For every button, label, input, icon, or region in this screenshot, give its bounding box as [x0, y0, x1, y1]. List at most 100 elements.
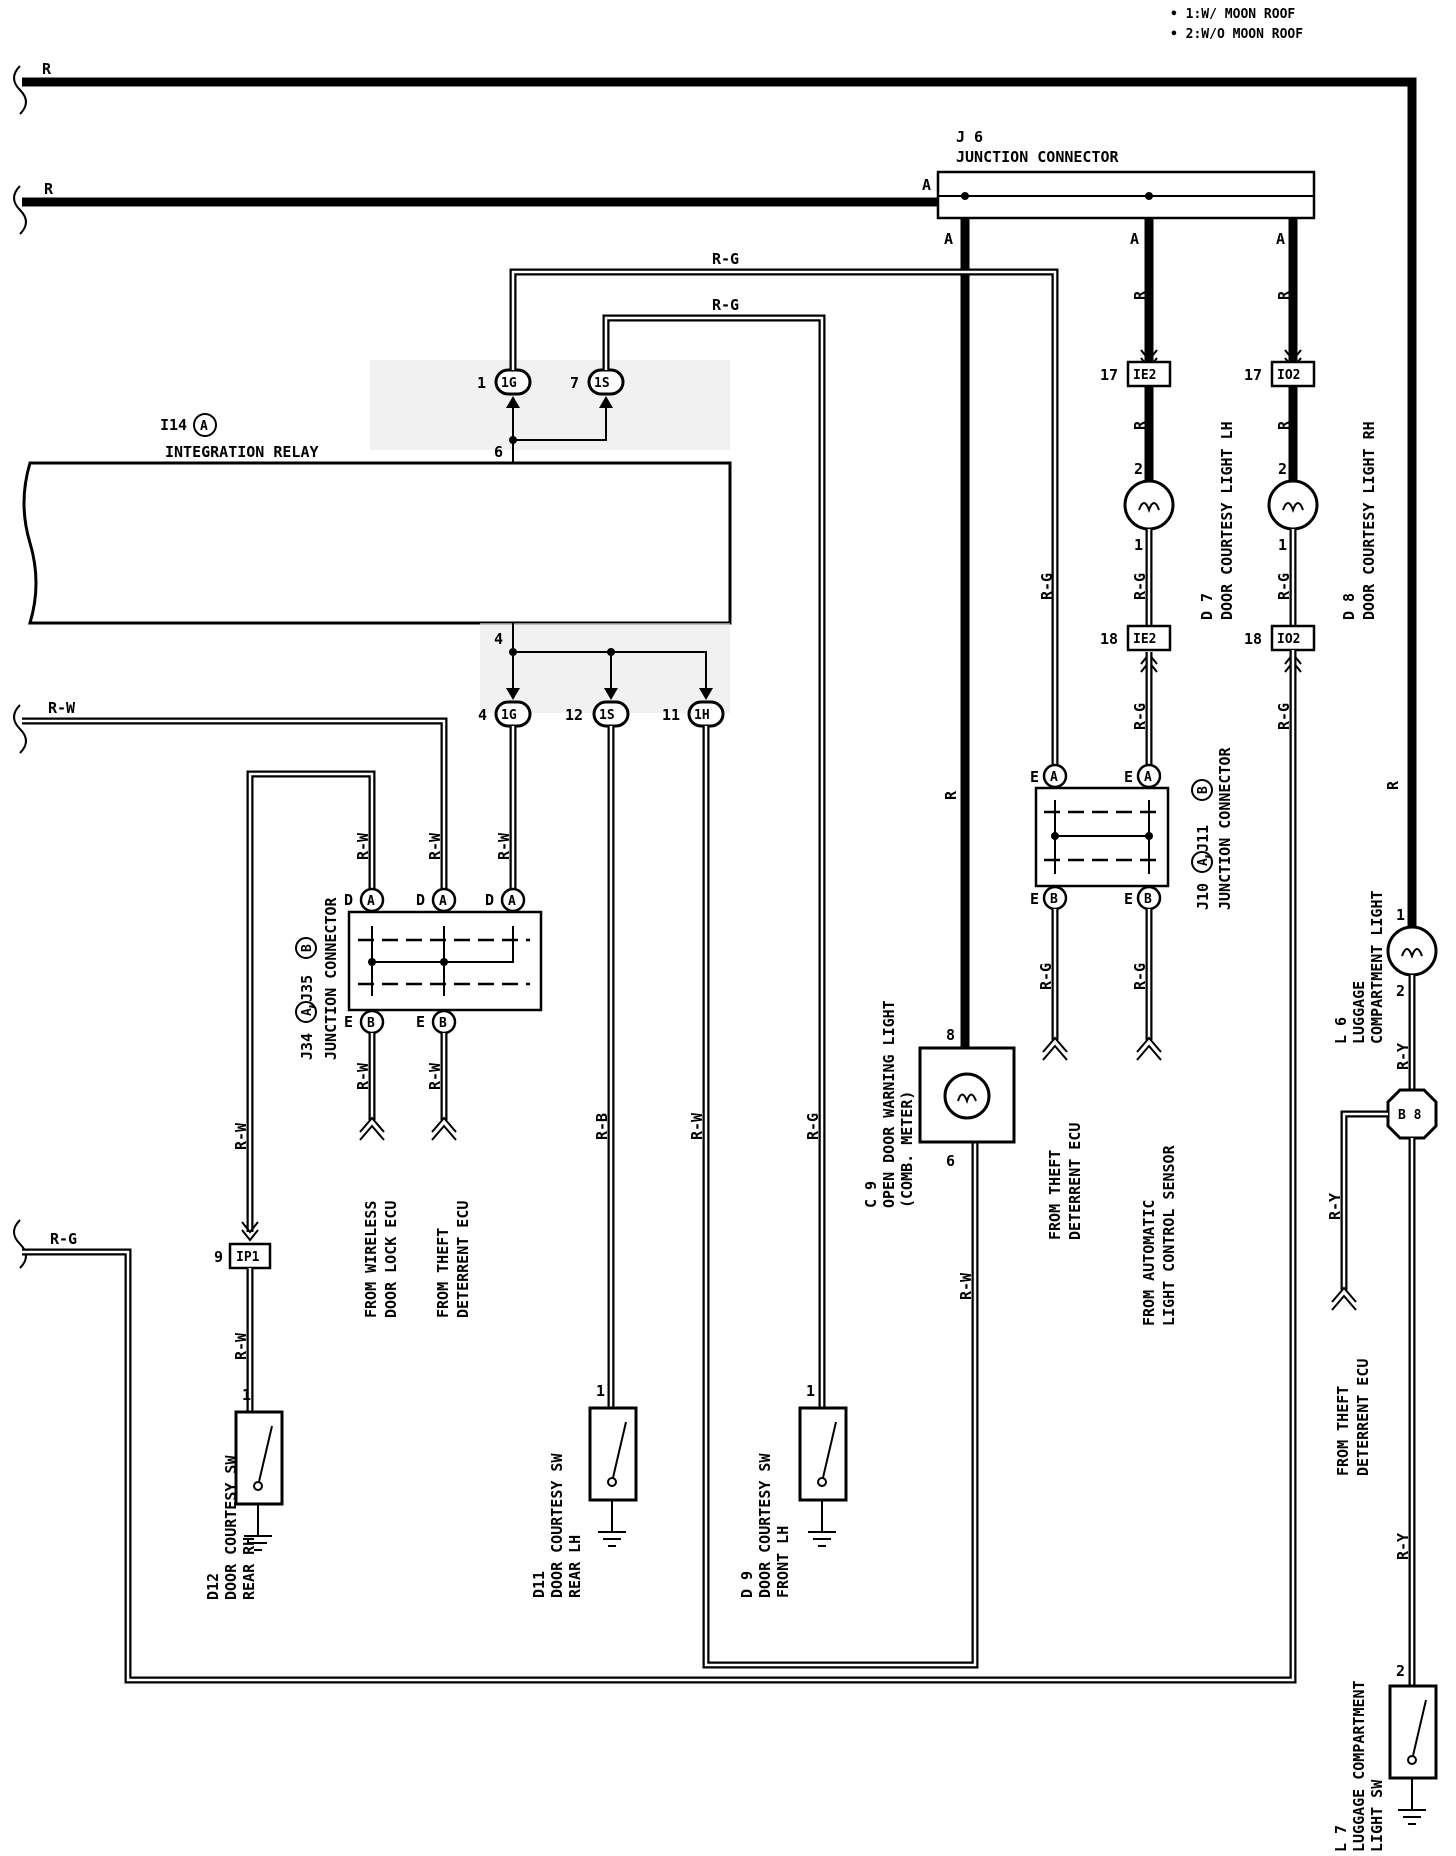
j34-pin-d-a3: A D — [485, 887, 526, 913]
j34-name: JUNCTION CONNECTOR — [322, 896, 340, 1060]
note-with-moon-roof: • 1:W/ MOON ROOF — [1170, 7, 1295, 22]
l7-name1: LUGGAGE COMPARTMENT — [1350, 1680, 1368, 1852]
svg-text:D: D — [485, 891, 494, 909]
rw-wire-j34-d-label: R-W — [354, 832, 372, 860]
r-wire-d8-label: R — [1275, 420, 1293, 430]
rw-wire-ip1-label: R-W — [232, 1122, 250, 1150]
rg-wire-1g-to-j10 — [509, 268, 1059, 768]
from-theft3-line1: FROM THEFT — [1334, 1386, 1352, 1476]
svg-text:IO2: IO2 — [1277, 632, 1300, 647]
svg-text:17: 17 — [1244, 366, 1262, 384]
svg-text:A: A — [1050, 770, 1058, 785]
j10-pin-e-a2: A E — [1124, 763, 1162, 789]
j10-pin-e-b1: B E — [1030, 885, 1068, 911]
svg-text:1: 1 — [1396, 906, 1405, 924]
rw-wire-1g-label: R-W — [495, 832, 513, 860]
svg-text:E: E — [1030, 768, 1039, 786]
d8-id: D 8 — [1340, 593, 1358, 620]
rg-wire-j10-auto-label: R-G — [1131, 963, 1149, 990]
arrow-1g-top — [506, 396, 520, 408]
r-wire-c9-label: R — [942, 790, 960, 800]
j34-sub-b: B — [300, 944, 315, 952]
rg-wire-d7-label: R-G — [1131, 573, 1149, 600]
j6-id: J 6 — [956, 128, 983, 146]
from-auto-line1: FROM AUTOMATIC — [1140, 1200, 1158, 1326]
j10-pin-e-b2: B E — [1124, 885, 1162, 911]
relay-pin6-bus — [512, 400, 607, 463]
svg-text:1G: 1G — [501, 708, 517, 723]
relay-pin6-node — [509, 436, 517, 444]
relay-pin4-node-1 — [509, 648, 517, 656]
b8-splice: B 8 — [1386, 1088, 1438, 1140]
io2-connector-bottom: IO2 18 — [1244, 624, 1316, 673]
svg-text:1: 1 — [596, 1382, 605, 1400]
j10-sub-a-circle — [1191, 851, 1213, 873]
svg-text:17: 17 — [1100, 366, 1118, 384]
j10-node-1 — [1051, 832, 1059, 840]
j34-pin-e-b1: B E — [344, 1009, 385, 1035]
j10-sub-b: B — [1196, 786, 1211, 794]
i14-sub: A — [200, 419, 208, 434]
j10-name: JUNCTION CONNECTOR — [1216, 746, 1234, 910]
svg-text:2: 2 — [1396, 1662, 1405, 1680]
d8-name: DOOR COURTESY LIGHT RH — [1360, 421, 1378, 620]
svg-text:A: A — [508, 894, 516, 909]
c9-id: C 9 — [862, 1181, 880, 1208]
d9-name1: DOOR COURTESY SW — [756, 1453, 774, 1598]
arrow-1g-bottom — [506, 688, 520, 700]
rg-wire-j10-theft-label: R-G — [1037, 963, 1055, 990]
connector-1g-top: 1G 1 — [477, 368, 532, 396]
svg-text:1: 1 — [242, 1386, 251, 1404]
svg-text:11: 11 — [662, 706, 680, 724]
svg-text:E: E — [1124, 768, 1133, 786]
connector-1h-bottom: 1H 11 — [662, 700, 725, 728]
svg-text:1: 1 — [477, 374, 486, 392]
from-wireless-line2: DOOR LOCK ECU — [382, 1201, 400, 1318]
rw-wire-j34-to-wireless — [359, 1033, 385, 1141]
from-theft1-line2: DETERRENT ECU — [454, 1201, 472, 1318]
svg-text:1: 1 — [1134, 536, 1143, 554]
d12-name1: DOOR COURTESY SW — [222, 1455, 240, 1600]
rw-wire-left-label: R-W — [48, 699, 76, 717]
svg-text:IP1: IP1 — [236, 1250, 260, 1265]
rg-wire-1s-label: R-G — [712, 296, 739, 314]
ip1-connector: IP1 9 — [214, 1221, 272, 1270]
svg-text:1S: 1S — [594, 376, 610, 391]
rw-wire-j34-a2-label: R-W — [426, 832, 444, 860]
j34-sub-a: A — [300, 1008, 315, 1016]
svg-text:4: 4 — [478, 706, 487, 724]
svg-text:A: A — [439, 894, 447, 909]
l7-name2: LIGHT SW — [1368, 1779, 1386, 1852]
rw-wire-j34-to-theft — [431, 1033, 457, 1141]
d7-id: D 7 — [1198, 593, 1216, 620]
svg-text:E: E — [416, 1013, 425, 1031]
rw-wire-d12-label: R-W — [232, 1332, 250, 1360]
svg-text:B: B — [1050, 892, 1058, 907]
rw-wire-wireless-label: R-W — [354, 1062, 372, 1090]
svg-text:7: 7 — [570, 374, 579, 392]
j34-sub-a-circle — [295, 1001, 317, 1023]
connector-1s-bottom: 1S 12 — [565, 700, 630, 728]
rw-wire-c9-label: R-W — [957, 1272, 975, 1300]
rw-wire-left-to-j34 — [22, 717, 448, 890]
from-theft1-line1: FROM THEFT — [434, 1228, 452, 1318]
ie2-connector-bottom: IE2 18 — [1100, 624, 1172, 673]
r-wire-d7-label: R — [1131, 420, 1149, 430]
r-wire-right-label: R — [1384, 780, 1402, 790]
note-without-moon-roof: • 2:W/O MOON ROOF — [1170, 27, 1303, 42]
svg-text:6: 6 — [946, 1152, 955, 1170]
r-wire-top — [22, 77, 1417, 942]
svg-text:B: B — [367, 1016, 375, 1031]
j10-sub-b-circle — [1191, 779, 1213, 801]
svg-text:E: E — [1030, 890, 1039, 908]
rg-wire-d9-label: R-G — [804, 1113, 822, 1140]
j6-pin-a-in: A — [922, 176, 931, 194]
i14-integration-relay — [22, 360, 732, 713]
svg-text:IO2: IO2 — [1277, 368, 1300, 383]
io2-connector-top: IO2 17 — [1244, 349, 1316, 388]
rg-wire-loop-bottom — [22, 650, 1297, 1684]
svg-text:1G: 1G — [501, 376, 517, 391]
j34-pin-e-b2: B E — [416, 1009, 457, 1035]
svg-text:A: A — [367, 894, 375, 909]
connector-1s-top: 1S 7 — [570, 368, 625, 396]
